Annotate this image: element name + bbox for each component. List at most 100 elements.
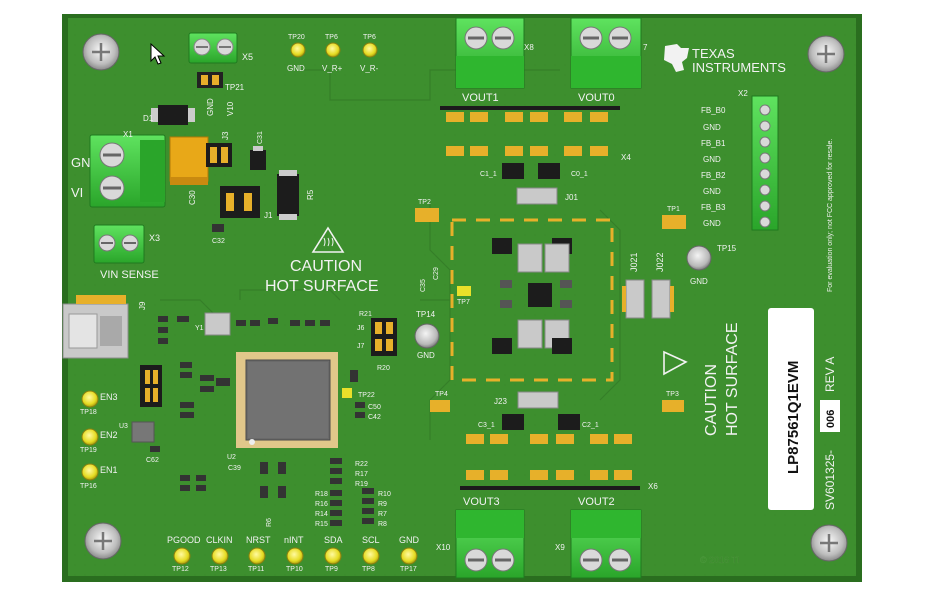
svg-text:Y1: Y1	[195, 325, 204, 332]
svg-text:TEXAS: TEXAS	[692, 46, 735, 61]
svg-text:R21: R21	[359, 311, 372, 318]
svg-text:R16: R16	[315, 501, 328, 508]
mouse-cursor	[150, 42, 166, 65]
svg-text:C2_1: C2_1	[582, 422, 599, 429]
svg-text:TP11: TP11	[248, 566, 264, 573]
svg-text:C50: C50	[368, 404, 381, 411]
terminal-x1: X1 GN VI	[71, 130, 166, 208]
svg-text:GND: GND	[399, 535, 420, 545]
svg-text:CAUTION: CAUTION	[290, 258, 362, 275]
label-vin-gnd: GN	[71, 155, 91, 170]
pmic-area: TP2 TP7 C35 C29	[415, 199, 614, 382]
svg-text:C3_1: C3_1	[478, 422, 495, 429]
svg-text:TP22: TP22	[358, 392, 375, 399]
svg-text:SCL: SCL	[362, 535, 380, 545]
output-pads-bottom: C3_1 C2_1 X6 VOUT3 VOUT2	[460, 414, 658, 508]
svg-text:V_R+: V_R+	[322, 64, 343, 73]
svg-text:EN1: EN1	[100, 465, 118, 475]
svg-text:CAUTION: CAUTION	[703, 364, 720, 436]
svg-text:TP1: TP1	[667, 206, 680, 213]
svg-text:TP6: TP6	[325, 34, 338, 41]
svg-text:C30: C30	[188, 190, 197, 205]
svg-text:TP17: TP17	[400, 566, 417, 573]
svg-text:C29: C29	[433, 267, 440, 280]
top-testpoints: TP20 TP6 TP6 GND V_R+ V_R-	[287, 34, 379, 73]
svg-text:R6: R6	[266, 518, 273, 527]
svg-text:R7: R7	[378, 511, 387, 518]
svg-text:R18: R18	[315, 491, 328, 498]
svg-text:FB_B3: FB_B3	[701, 203, 726, 212]
svg-text:X3: X3	[149, 233, 160, 243]
svg-text:GND: GND	[417, 351, 435, 360]
svg-text:V10: V10	[226, 101, 235, 116]
svg-text:R15: R15	[315, 521, 328, 528]
svg-text:D1: D1	[143, 114, 154, 123]
capacitor-c30: C30	[169, 136, 209, 205]
svg-text:GND: GND	[287, 64, 305, 73]
svg-text:TP21: TP21	[225, 83, 245, 92]
bottom-testpoints: PGOOD CLKIN NRST nINT SDA SCL GND TP12 T…	[167, 535, 420, 573]
svg-text:TP16: TP16	[80, 483, 97, 490]
svg-text:R5: R5	[306, 189, 315, 200]
svg-text:U2: U2	[227, 454, 236, 461]
svg-text:GND: GND	[703, 123, 721, 132]
svg-text:HOT SURFACE: HOT SURFACE	[724, 323, 741, 437]
svg-text:GND: GND	[206, 98, 215, 116]
svg-text:nINT: nINT	[284, 535, 304, 545]
svg-text:C32: C32	[212, 238, 225, 245]
svg-text:J9: J9	[138, 301, 147, 310]
svg-text:J01: J01	[565, 193, 578, 202]
svg-text:TP15: TP15	[717, 244, 737, 253]
svg-text:TP9: TP9	[325, 566, 338, 573]
diode-d1: D1	[143, 105, 195, 125]
testpoint-tp14: TP14 GND	[414, 310, 440, 360]
capacitor-c31: C31	[250, 131, 266, 170]
label-vout1: VOUT1	[462, 92, 499, 104]
svg-text:J6: J6	[357, 325, 365, 332]
svg-text:J23: J23	[494, 397, 507, 406]
board-name: LP87561Q1EVM	[785, 361, 802, 474]
label-vin-vi: VI	[71, 185, 83, 200]
svg-text:J022: J022	[655, 252, 665, 272]
svg-text:C62: C62	[146, 457, 159, 464]
usb-connector-j9: J9	[62, 295, 147, 359]
jumper-j3: J3	[206, 131, 232, 167]
svg-text:C42: C42	[368, 414, 381, 421]
svg-text:J3: J3	[221, 131, 230, 140]
svg-text:TP7: TP7	[457, 299, 470, 306]
terminal-x7: 7 VOUT0	[570, 17, 648, 104]
svg-text:R19: R19	[355, 481, 368, 488]
svg-text:R10: R10	[378, 491, 391, 498]
svg-text:TP3: TP3	[666, 391, 679, 398]
svg-text:GND: GND	[703, 187, 721, 196]
svg-text:C31: C31	[257, 131, 264, 144]
svg-text:V_R-: V_R-	[360, 64, 379, 73]
svg-text:J1: J1	[264, 211, 273, 220]
output-pads-top: X4 C1_1 C0_1 J01	[440, 106, 631, 205]
svg-text:X4: X4	[621, 153, 631, 162]
svg-text:TP20: TP20	[288, 34, 305, 41]
svg-text:FB_B0: FB_B0	[701, 106, 726, 115]
terminal-x10: X10	[436, 509, 525, 579]
svg-text:7: 7	[643, 43, 648, 52]
svg-text:X6: X6	[648, 482, 658, 491]
svg-text:FB_B1: FB_B1	[701, 139, 726, 148]
svg-text:PGOOD: PGOOD	[167, 535, 201, 545]
terminal-x3: X3 VIN SENSE	[93, 224, 160, 281]
label-vout2: VOUT2	[578, 496, 615, 508]
left-testpoints: EN3 EN2 EN1 TP18 TP19 TP16	[80, 390, 118, 490]
resistor-r5: R5	[277, 170, 315, 220]
svg-text:TP12: TP12	[172, 566, 189, 573]
ti-logo: TEXAS INSTRUMENTS	[664, 44, 786, 75]
svg-text:TP19: TP19	[80, 447, 97, 454]
testpoint-tp15: TP15 GND	[686, 244, 737, 286]
svg-text:TP10: TP10	[286, 566, 303, 573]
svg-text:INSTRUMENTS: INSTRUMENTS	[692, 60, 786, 75]
header-x2: X2 FB_B0 GND FB_B1 GND FB_B2 GND FB_B3 G…	[701, 89, 779, 231]
svg-text:R9: R9	[378, 501, 387, 508]
svg-text:TP4: TP4	[435, 391, 448, 398]
corner-screws	[82, 33, 848, 562]
svg-text:R20: R20	[377, 365, 390, 372]
label-vin-sense: VIN SENSE	[100, 269, 159, 281]
